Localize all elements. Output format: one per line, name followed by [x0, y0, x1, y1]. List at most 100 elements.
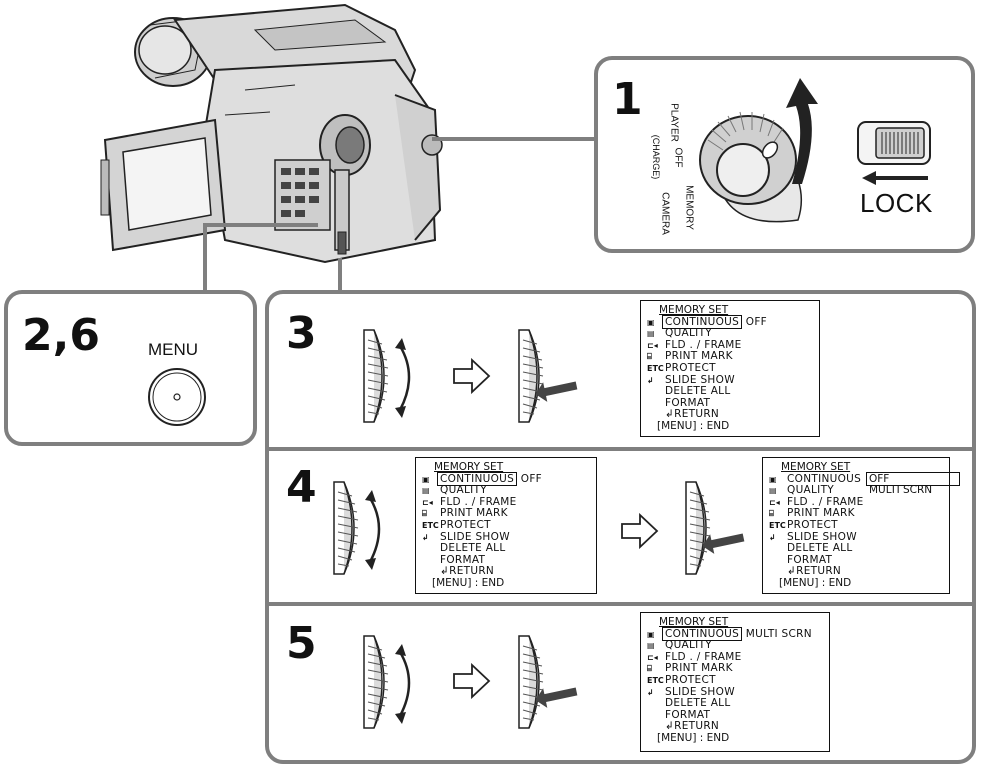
- menu-item-delete-all[interactable]: DELETE ALL: [665, 697, 731, 710]
- dial-label-camera: CAMERA: [659, 192, 671, 235]
- menu-item-print-mark[interactable]: PRINT MARK: [665, 350, 733, 363]
- camera-icon: ▣: [422, 474, 430, 484]
- print-icon: ⌸: [422, 509, 427, 519]
- menu-item-return[interactable]: RETURN: [674, 408, 720, 421]
- next-arrow-icon: [621, 513, 659, 549]
- step1-number: 1: [612, 74, 643, 125]
- menu-item-protect[interactable]: PROTECT: [787, 518, 838, 531]
- menu-item-fld-frame[interactable]: FLD . / FRAME: [440, 495, 517, 508]
- next-arrow-icon: [453, 663, 491, 699]
- menu-title: MEMORY SET: [659, 616, 729, 628]
- next-arrow-icon: [453, 358, 491, 394]
- menu-button[interactable]: [146, 366, 208, 428]
- control-dial-rotate-icon: [333, 481, 381, 575]
- menu-item-print-mark[interactable]: PRINT MARK: [665, 662, 733, 675]
- step26-panel: 2,6 MENU: [4, 290, 257, 446]
- menu-item-fld-frame[interactable]: FLD . / FRAME: [787, 495, 864, 508]
- etc-icon: ETC: [422, 520, 439, 530]
- menu-item-continuous[interactable]: CONTINUOUS: [662, 314, 743, 329]
- lock-switch-icon: [857, 121, 931, 165]
- menu-item-quality[interactable]: QUALITY: [665, 327, 713, 340]
- menu-item-print-mark[interactable]: PRINT MARK: [787, 507, 855, 520]
- menu-item-delete-all[interactable]: DELETE ALL: [787, 542, 853, 555]
- menu-item-protect[interactable]: PROTECT: [665, 673, 716, 686]
- etc-icon: ETC: [647, 363, 664, 373]
- menu-item-slide-show[interactable]: SLIDE SHOW: [787, 530, 857, 543]
- divider-3-4: [269, 447, 972, 451]
- menu-item-continuous[interactable]: CONTINUOUS: [787, 472, 862, 485]
- menu-end-hint: [MENU] : END: [657, 731, 730, 744]
- frame-icon: ⊏◂: [647, 652, 658, 662]
- menu-item-quality[interactable]: QUALITY: [665, 639, 713, 652]
- frame-icon: ⊏◂: [769, 497, 780, 507]
- step4-menu-screen-a: MEMORY SET ▣CONTINUOUS OFF ▤QUALITY ⊏◂FL…: [415, 457, 597, 594]
- return-icon: ↲: [647, 687, 654, 697]
- menu-value: OFF: [745, 315, 768, 328]
- menu-button-label: MENU: [148, 340, 199, 359]
- menu-item-return[interactable]: RETURN: [796, 565, 842, 578]
- menu-value: MULTI SCRN: [745, 627, 812, 640]
- menu-item-continuous[interactable]: CONTINUOUS: [662, 626, 743, 641]
- print-icon: ⌸: [647, 664, 652, 674]
- return-icon: ↲: [769, 532, 776, 542]
- control-dial-press-icon: [518, 635, 578, 729]
- menu-item-slide-show[interactable]: SLIDE SHOW: [665, 373, 735, 386]
- etc-icon: ETC: [769, 520, 786, 530]
- power-dial-icon: [699, 111, 803, 223]
- return-icon: ↲: [422, 532, 429, 542]
- menu-item-return[interactable]: RETURN: [449, 565, 495, 578]
- menu-end-hint: [MENU] : END: [432, 576, 505, 589]
- step26-number: 2,6: [22, 310, 100, 361]
- return-icon: ↲: [647, 375, 654, 385]
- frame-icon: ⊏◂: [647, 340, 658, 350]
- step3-number: 3: [286, 308, 317, 359]
- lock-arrow-icon: [862, 171, 928, 185]
- menu-end-hint: [MENU] : END: [779, 576, 852, 589]
- menu-item-format[interactable]: FORMAT: [665, 708, 711, 721]
- menu-item-protect[interactable]: PROTECT: [440, 518, 491, 531]
- tape-icon: ▤: [769, 486, 777, 496]
- menu-title: MEMORY SET: [781, 461, 851, 473]
- menu-option-off[interactable]: OFF: [866, 471, 961, 486]
- return-icon: ↲: [440, 565, 450, 578]
- menu-item-return[interactable]: RETURN: [674, 720, 720, 733]
- menu-option-multi-scrn[interactable]: MULTI SCRN: [869, 484, 933, 497]
- menu-item-slide-show[interactable]: SLIDE SHOW: [440, 530, 510, 543]
- return-icon: ↲: [665, 408, 675, 421]
- return-icon: ↲: [665, 720, 675, 733]
- step4-number: 4: [286, 462, 317, 513]
- menu-item-quality[interactable]: QUALITY: [440, 484, 488, 497]
- tape-icon: ▤: [647, 329, 655, 339]
- camera-icon: ▣: [647, 629, 655, 639]
- menu-item-slide-show[interactable]: SLIDE SHOW: [665, 685, 735, 698]
- menu-item-quality[interactable]: QUALITY: [787, 484, 835, 497]
- menu-item-format[interactable]: FORMAT: [440, 553, 486, 566]
- frame-icon: ⊏◂: [422, 497, 433, 507]
- control-dial-rotate-icon: [363, 635, 411, 729]
- camera-icon: ▣: [769, 474, 777, 484]
- step5-menu-screen: MEMORY SET ▣ CONTINUOUS MULTI SCRN ▤ QUALI…: [640, 612, 830, 752]
- menu-item-delete-all[interactable]: DELETE ALL: [440, 542, 506, 555]
- menu-value: OFF: [520, 472, 543, 485]
- control-dial-rotate-icon: [363, 329, 411, 423]
- tape-icon: ▤: [647, 641, 655, 651]
- return-icon: ↲: [787, 565, 797, 578]
- dial-label-off: OFF: [672, 147, 684, 168]
- camera-icon: ▣: [647, 317, 655, 327]
- menu-item-print-mark[interactable]: PRINT MARK: [440, 507, 508, 520]
- camcorder-illustration: [100, 3, 443, 264]
- menu-item-format[interactable]: FORMAT: [665, 396, 711, 409]
- divider-4-5: [269, 602, 972, 606]
- menu-item-format[interactable]: FORMAT: [787, 553, 833, 566]
- menu-item-delete-all[interactable]: DELETE ALL: [665, 385, 731, 398]
- menu-item-protect[interactable]: PROTECT: [665, 361, 716, 374]
- menu-end-hint: [MENU] : END: [657, 419, 730, 432]
- menu-item-continuous[interactable]: CONTINUOUS: [437, 471, 518, 486]
- menu-title: MEMORY SET: [434, 461, 504, 473]
- menu-item-fld-frame[interactable]: FLD . / FRAME: [665, 338, 742, 351]
- print-icon: ⌸: [769, 509, 774, 519]
- step3-menu-screen: MEMORY SET ▣CONTINUOUS OFF ▤QUALITY ⊏◂FL…: [640, 300, 820, 437]
- step4-menu-screen-b: MEMORY SET ▣ CONTINUOUS OFF ▤ QUALITY MULTI …: [762, 457, 961, 594]
- menu-item-fld-frame[interactable]: FLD . / FRAME: [665, 650, 742, 663]
